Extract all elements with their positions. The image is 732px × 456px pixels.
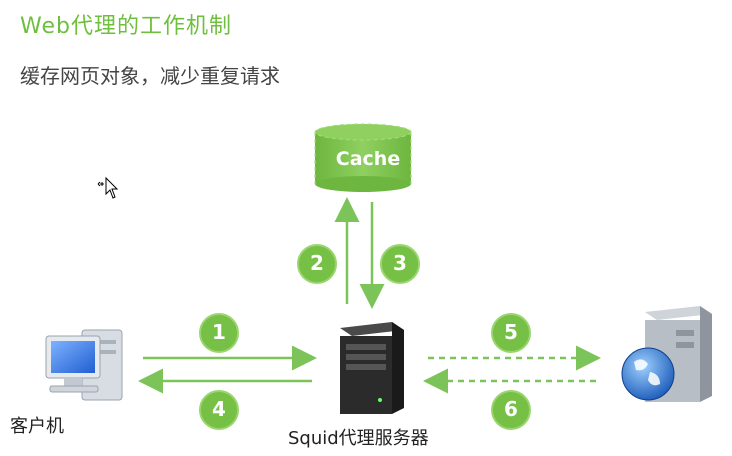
step-number-5: 5 [504,320,518,344]
cache-cylinder-icon [314,123,412,192]
step-badge-2 [297,244,337,284]
step-number-2: 2 [310,251,324,275]
step-number-1: 1 [212,320,226,344]
cache-label: Cache [335,148,401,170]
step-badge-4 [199,390,239,430]
step-number-4: 4 [212,397,226,421]
step-number-3: 3 [393,251,407,275]
step-badge-1 [199,313,239,353]
step-badge-5 [491,313,531,353]
step-number-6: 6 [504,397,518,421]
page-subtitle: 缓存网页对象，减少重复请求 [20,64,280,88]
desktop-computer-icon [45,329,123,401]
proxy-label: Squid代理服务器 [288,428,429,449]
server-tower-icon [340,322,404,414]
step-badge-3 [380,244,420,284]
client-label: 客户机 [10,416,64,437]
step-badge-6 [491,390,531,430]
move-cursor-icon [97,176,119,199]
page-title: Web代理的工作机制 [20,14,232,39]
web-server-globe-icon [621,306,712,402]
